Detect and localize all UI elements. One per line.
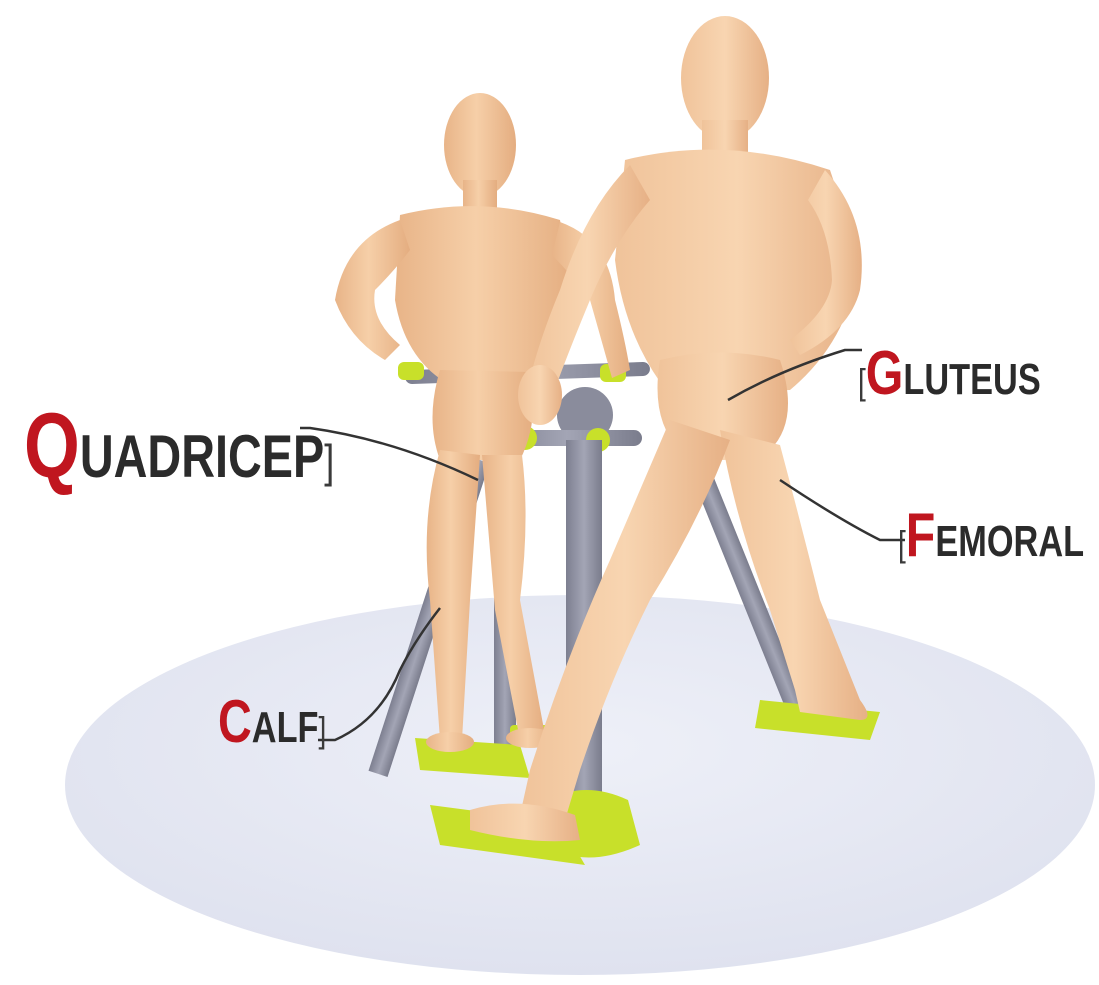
label-calf: CALF] bbox=[218, 692, 326, 752]
label-gluteus: [GLUTEUS bbox=[858, 343, 1041, 405]
bracket-left: [ bbox=[898, 523, 906, 564]
label-calf-text: ALF bbox=[252, 703, 319, 752]
label-quadricep-text: UADRICEP bbox=[80, 423, 324, 490]
bracket-right: ] bbox=[319, 709, 327, 750]
label-gluteus-text: LUTEUS bbox=[903, 355, 1040, 404]
label-quadricep: QUADRICEP] bbox=[24, 400, 334, 492]
bracket-left: [ bbox=[858, 361, 866, 402]
label-quadricep-initial: Q bbox=[24, 395, 80, 497]
label-calf-initial: C bbox=[218, 688, 252, 755]
bracket-right: ] bbox=[324, 435, 334, 487]
label-femoral: [FEMORAL bbox=[898, 505, 1084, 567]
label-femoral-initial: F bbox=[906, 501, 936, 570]
label-gluteus-initial: G bbox=[866, 339, 904, 408]
label-femoral-text: EMORAL bbox=[935, 517, 1084, 566]
